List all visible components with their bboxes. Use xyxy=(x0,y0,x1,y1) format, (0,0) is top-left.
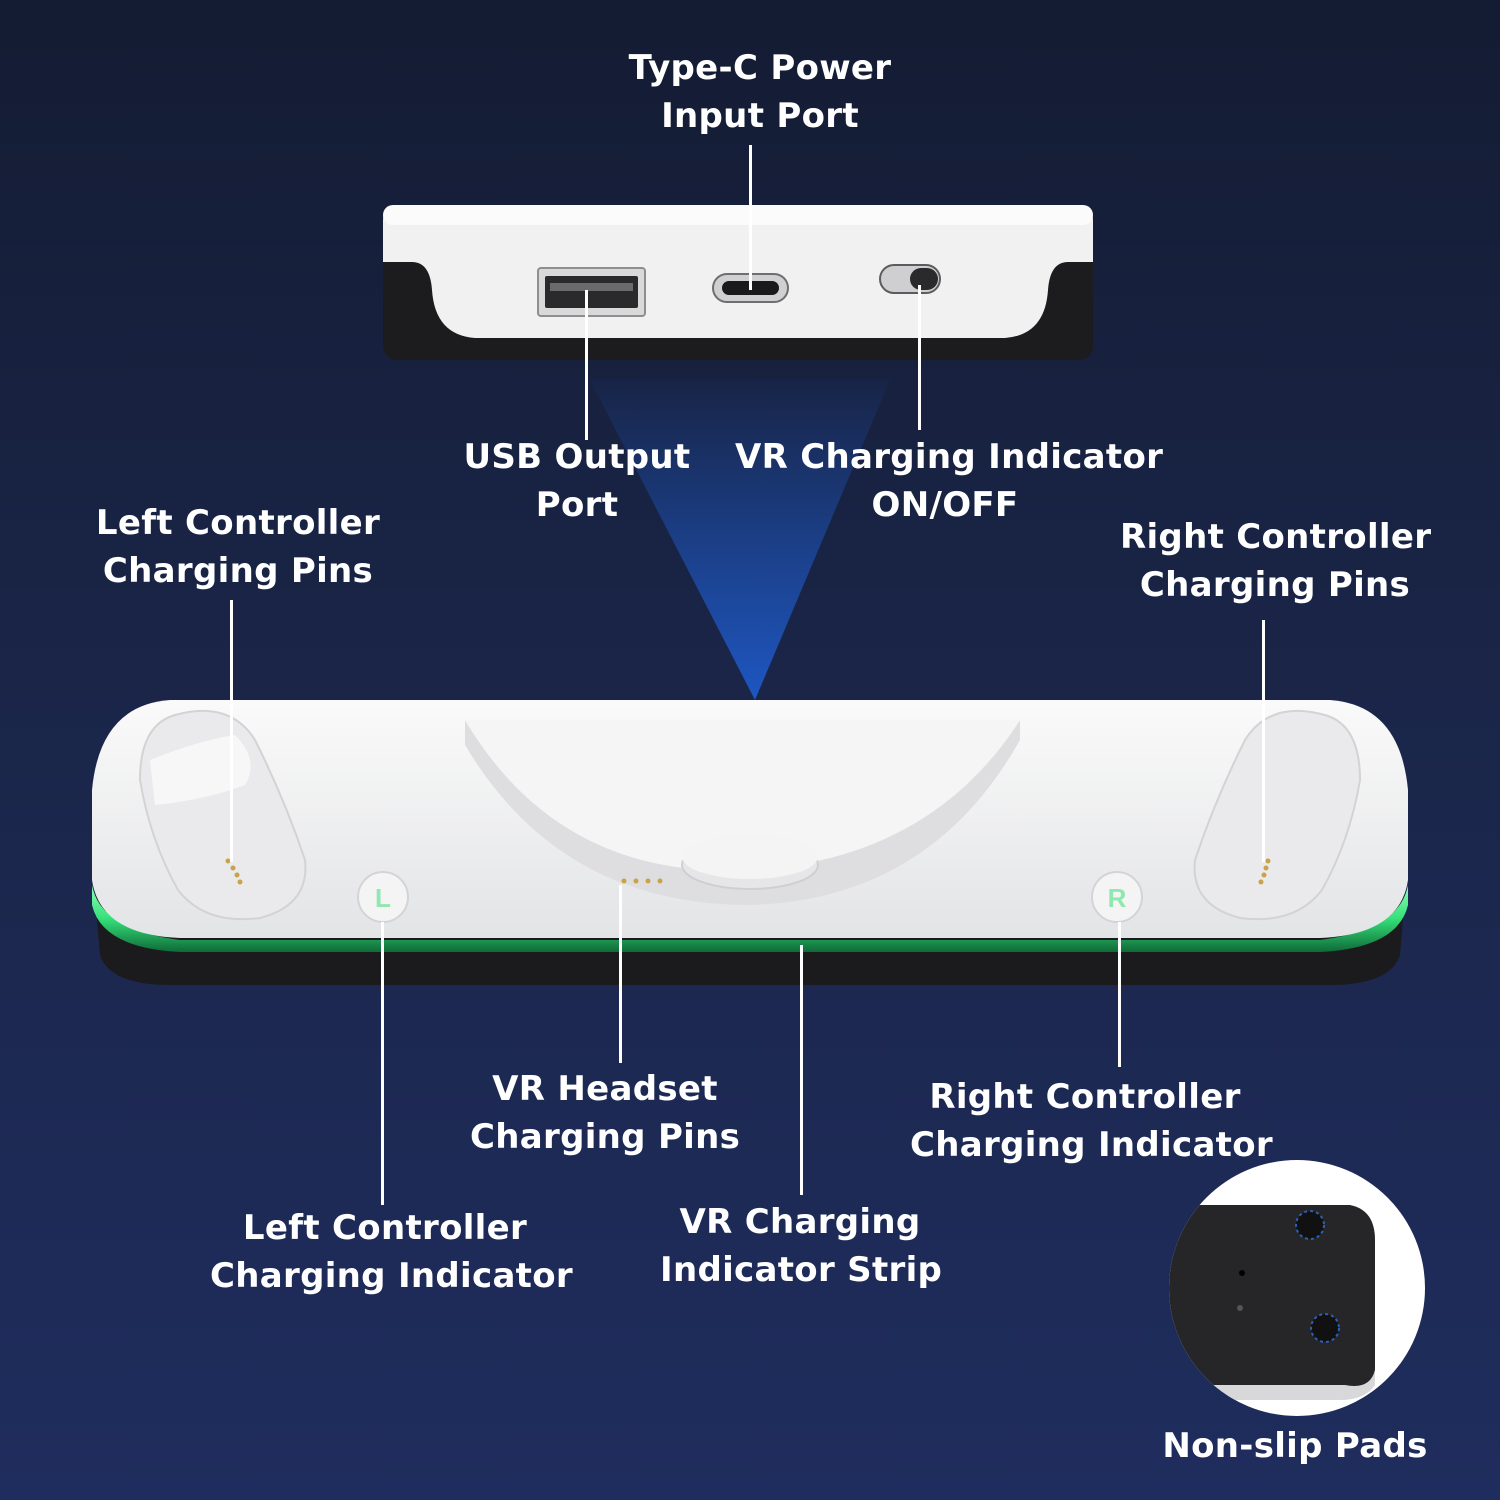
leader-right-indicator xyxy=(1118,922,1121,1067)
headset-cradle xyxy=(465,720,1020,905)
leader-right-pins xyxy=(1262,620,1265,862)
usb-port-icon xyxy=(537,267,646,317)
leader-usb xyxy=(585,290,588,440)
non-slip-pad-icon xyxy=(1295,1210,1325,1240)
leader-vr-switch xyxy=(918,285,921,430)
right-indicator-letter: R xyxy=(1108,883,1127,913)
non-slip-pad-icon xyxy=(1310,1313,1340,1343)
right-indicator-ring xyxy=(1091,871,1143,923)
leader-headset-pins xyxy=(619,885,622,1063)
leader-left-pins xyxy=(230,600,233,862)
leader-type-c xyxy=(749,145,752,290)
right-cradle xyxy=(1193,709,1362,921)
label-non-slip-pads: Non-slip Pads xyxy=(1162,1426,1428,1466)
indicator-strip xyxy=(92,885,1408,952)
port-side-view xyxy=(383,205,1093,360)
toggle-switch-icon xyxy=(879,264,941,294)
leader-strip xyxy=(800,945,803,1195)
headset-pins xyxy=(621,878,663,884)
charging-dock: L R xyxy=(92,700,1408,985)
non-slip-pad-inset xyxy=(1169,1160,1425,1416)
projection-beam xyxy=(590,380,890,700)
right-controller-pins xyxy=(1258,858,1271,885)
leader-left-indicator xyxy=(381,922,384,1205)
left-indicator-letter: L xyxy=(375,883,391,913)
left-controller-pins xyxy=(225,858,243,885)
